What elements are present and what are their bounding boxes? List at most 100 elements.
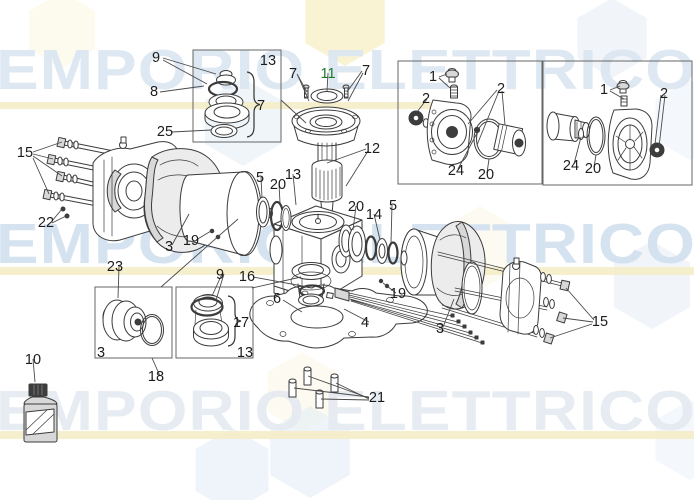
leader-line: [160, 218, 239, 288]
leader-line: [171, 213, 190, 246]
leader-line-layer: [32, 57, 666, 401]
watermark-stripe: [0, 431, 694, 439]
part-label-1: 1: [429, 69, 437, 85]
right-cover-shell: [430, 221, 486, 315]
leader-line: [347, 72, 364, 102]
leader-line: [280, 99, 307, 124]
detail-box-layer: [94, 49, 693, 359]
part-label-3: 3: [165, 239, 173, 255]
watermark-hexagon: [613, 241, 691, 329]
detail-box: [192, 49, 282, 143]
leader-line: [162, 59, 208, 85]
leader-line: [32, 155, 63, 177]
detail-box: [175, 286, 254, 359]
leader-line: [51, 208, 63, 222]
leader-line: [297, 75, 310, 102]
leader-line: [151, 357, 161, 377]
leader-line: [658, 94, 666, 148]
leader-line: [562, 317, 594, 323]
leader-line: [326, 72, 329, 92]
end-cover-detail: [408, 68, 526, 165]
detail-box: [94, 286, 173, 359]
gearbox-housing: [269, 205, 363, 307]
watermark-hexagon: [29, 0, 95, 68]
plate-seal-stack: [290, 262, 334, 307]
leader-line: [467, 89, 498, 125]
part-label-12: 12: [364, 141, 380, 157]
part-label-9: 9: [216, 267, 224, 283]
leader-line: [609, 85, 621, 91]
leader-line: [549, 323, 593, 339]
part-label-2: 2: [660, 86, 668, 102]
wire-bundle: [334, 287, 485, 345]
leader-line: [293, 387, 370, 398]
leader-line: [51, 215, 67, 224]
leader-line: [215, 273, 225, 301]
part-label-13: 13: [237, 345, 253, 361]
leader-line: [565, 287, 595, 321]
part-label-8: 8: [150, 84, 158, 100]
leader-line: [326, 148, 367, 164]
left-seal-rings: [256, 196, 292, 232]
leader-line: [573, 136, 582, 165]
leader-line: [195, 230, 212, 241]
leader-line: [593, 154, 597, 168]
valve-cover-detail: [546, 80, 665, 180]
leader-line: [335, 382, 370, 400]
leader-line: [260, 176, 263, 199]
watermark-hexagon: [655, 400, 694, 480]
leader-line: [251, 276, 302, 289]
leader-line: [352, 205, 357, 231]
leader-line: [159, 85, 205, 93]
seals-detail: [190, 294, 229, 347]
part-label-20: 20: [585, 161, 601, 177]
part-label-2: 2: [497, 81, 505, 97]
leader-line: [654, 94, 662, 145]
leader-line: [278, 183, 281, 204]
part-label-18: 18: [148, 369, 164, 385]
part-label-10: 10: [25, 352, 41, 368]
part-label-24: 24: [563, 158, 579, 174]
part-label-3: 3: [97, 345, 105, 361]
leader-line: [211, 273, 223, 297]
part-label-19: 19: [390, 286, 406, 302]
part-label-13: 13: [260, 53, 276, 69]
leader-line: [162, 57, 217, 75]
part-label-13: 13: [285, 167, 301, 183]
part-label-16: 16: [239, 269, 255, 285]
part-label-14: 14: [366, 207, 382, 223]
leader-line: [382, 282, 397, 294]
leader-line: [390, 204, 393, 244]
part-label-23: 23: [107, 259, 123, 275]
watermark-hexagon: [195, 428, 269, 500]
part-label-11[interactable]: 11: [320, 66, 335, 82]
leader-line: [373, 213, 381, 241]
part-label-20: 20: [348, 199, 364, 215]
part-label-20: 20: [270, 177, 286, 193]
bearing-flange-assembly: [291, 84, 361, 216]
watermark-hexagon: [305, 0, 385, 66]
part-label-5: 5: [256, 170, 264, 186]
leader-line: [32, 358, 36, 383]
piston-detail: [102, 299, 164, 346]
part-label-20: 20: [478, 167, 494, 183]
part-label-24: 24: [448, 163, 464, 179]
part-label-22: 22: [38, 215, 54, 231]
part-label-5: 5: [389, 198, 397, 214]
grouping-brace: [227, 295, 242, 347]
watermark-hexagon: [270, 406, 350, 498]
leader-line: [501, 90, 506, 126]
leader-line: [457, 132, 478, 170]
detail-box: [542, 60, 693, 186]
leader-line: [32, 141, 63, 153]
part-label-15: 15: [17, 145, 33, 161]
seal-kit-detail: [204, 70, 250, 138]
oil-bottle: [23, 383, 58, 443]
watermark-hexagon: [577, 0, 647, 78]
artwork-layer: [23, 68, 665, 443]
part-label-1: 1: [600, 82, 608, 98]
leader-line: [345, 150, 369, 187]
leader-line: [486, 158, 490, 174]
part-label-17: 17: [233, 315, 249, 331]
